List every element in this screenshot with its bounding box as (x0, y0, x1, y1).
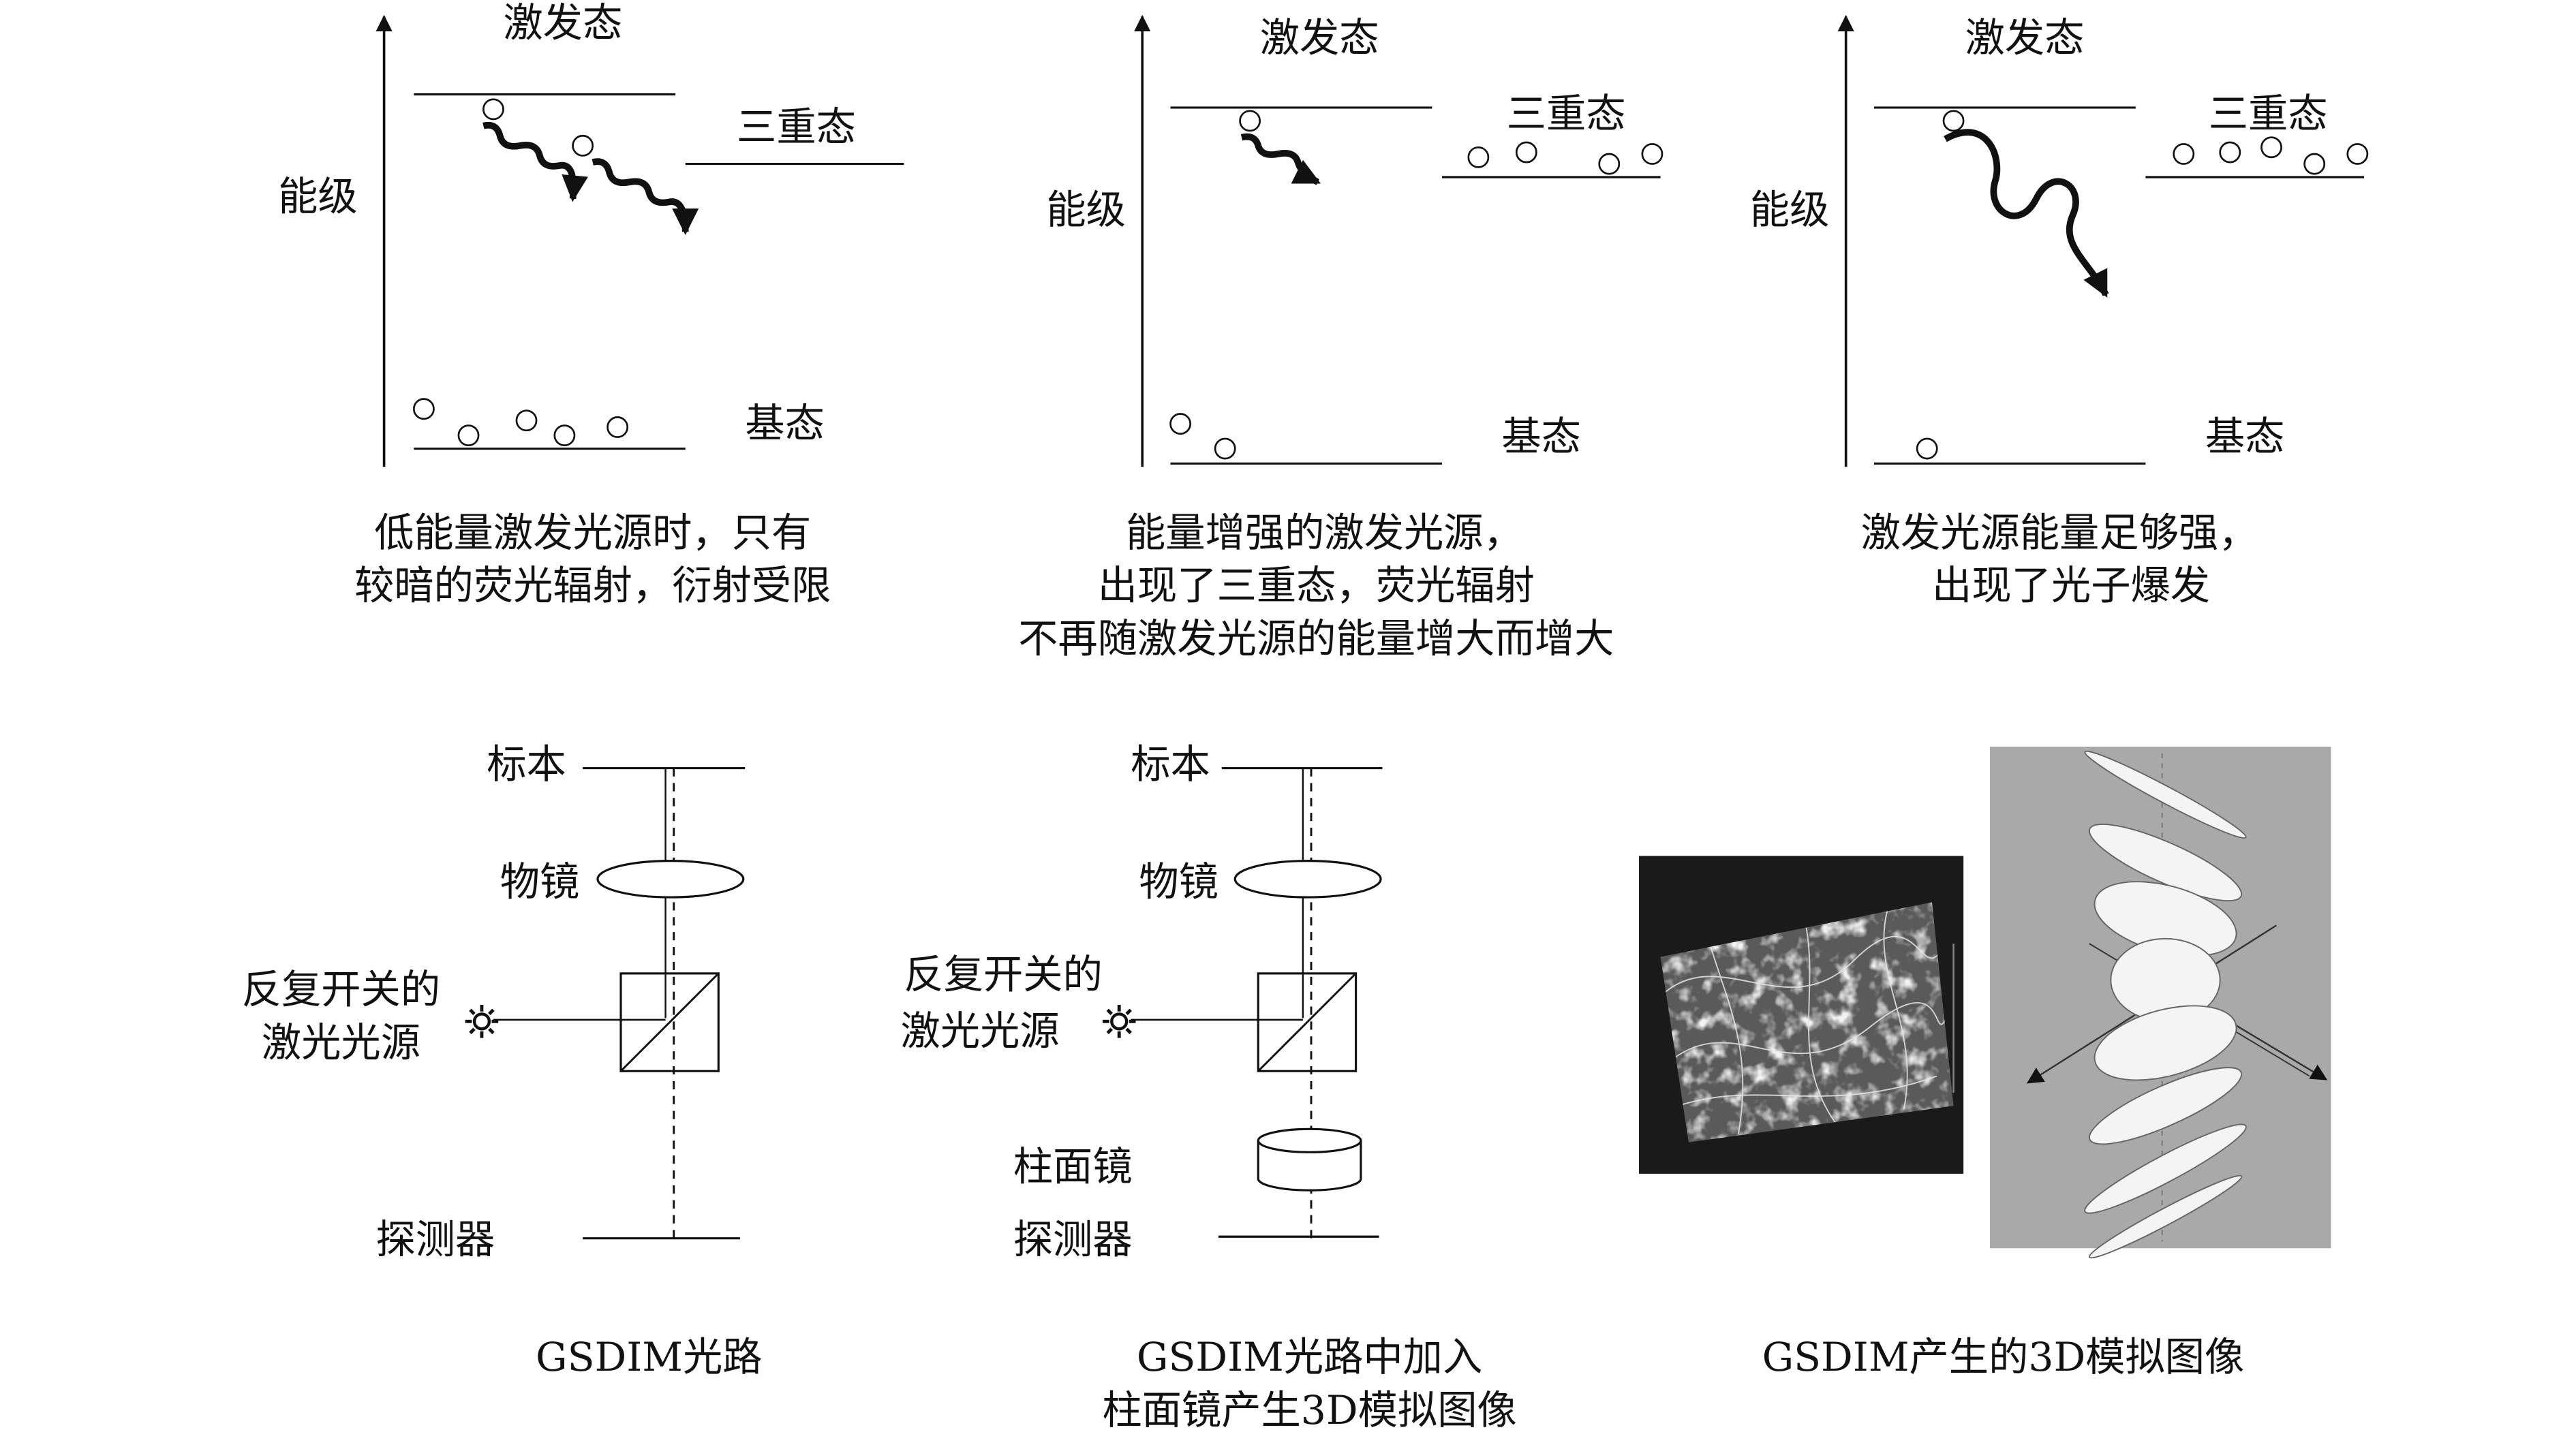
optical-path-basic: 标本 物镜 反复开关的 激光光源 探测器 GSDIM光路 (242, 741, 763, 1380)
caption-line: 能量增强的激发光源， (1126, 510, 1523, 556)
objective-label: 物镜 (1139, 859, 1218, 905)
energy-panel-medium: 激发态 三重态 能级 基态 能量增强的激发光源， 出现了三重态，荧光辐射 不再随… (1018, 14, 1663, 661)
electrons (1916, 110, 2369, 460)
electron (1916, 437, 1938, 460)
energy-panel-high: 激发态 三重态 能级 基态 激发光源能量足够强， 出现了光子爆发 (1750, 14, 2369, 609)
ground-state-label: 基态 (745, 401, 825, 447)
lens-ellipse-icon (596, 860, 745, 899)
electron (2219, 141, 2241, 164)
triplet-state-label: 三重态 (2209, 91, 2328, 137)
electron (1239, 110, 1261, 132)
caption-line: GSDIM光路中加入 (1137, 1334, 1482, 1380)
ground-state-label: 基态 (2205, 414, 2285, 460)
light-source-label: 激光光源 (901, 1008, 1060, 1054)
electron (607, 416, 629, 438)
cylindrical-lens-label: 柱面镜 (1013, 1144, 1133, 1190)
electron (1169, 413, 1192, 435)
detector-label: 探测器 (1013, 1217, 1133, 1263)
electron (553, 424, 576, 447)
electron (1515, 141, 1537, 164)
light-source-label: 激光光源 (262, 1019, 420, 1065)
electron (412, 398, 435, 420)
electron (1641, 143, 1663, 165)
energy-level-label: 能级 (1750, 187, 1830, 233)
triplet-state-label: 三重态 (737, 104, 856, 151)
objective-label: 物镜 (500, 859, 580, 905)
electron (2346, 143, 2369, 165)
caption-line: 出现了三重态，荧光辐射 (1098, 563, 1535, 609)
electron (1598, 153, 1621, 175)
star-light-source-icon (465, 1005, 499, 1038)
electron (515, 409, 538, 432)
detector-label: 探测器 (375, 1217, 495, 1263)
caption-line: GSDIM产生的3D模拟图像 (1762, 1334, 2245, 1380)
microscopy-3d-photo (1639, 856, 1964, 1174)
electron (1467, 146, 1490, 168)
excited-state-label: 激发态 (1260, 14, 1379, 61)
astigmatic-psf-render (1990, 746, 2331, 1259)
energy-panel-low: 激发态 三重态 能级 基态 低能量激发光源时，只有 较暗的荧光辐射，衍射受限 (278, 0, 904, 609)
caption-line: 柱面镜产生3D模拟图像 (1102, 1387, 1516, 1432)
lens-ellipse-icon (1233, 860, 1382, 899)
wavy-arrow-icon (592, 158, 699, 236)
caption-line: 出现了光子爆发 (1932, 563, 2210, 609)
electron (2303, 153, 2326, 175)
ground-state-label: 基态 (1501, 414, 1581, 460)
gsdim-3d-images: GSDIM产生的3D模拟图像 (1639, 746, 2331, 1380)
electron (1942, 110, 1965, 132)
energy-level-label: 能级 (278, 174, 358, 220)
excited-state-label: 激发态 (504, 0, 623, 46)
electron (482, 98, 504, 121)
light-source-label: 反复开关的 (904, 952, 1102, 998)
beam-splitter-cube-icon (1257, 972, 1358, 1072)
excited-state-label: 激发态 (1965, 14, 2085, 61)
wavy-arrow-icon (1240, 133, 1321, 185)
electrons (412, 98, 629, 447)
caption-line: 低能量激发光源时，只有 (374, 510, 811, 556)
electron (1214, 437, 1236, 460)
star-light-source-icon (1102, 1005, 1136, 1038)
caption-line: 激发光源能量足够强， (1861, 510, 2258, 556)
cylindrical-lens-icon (1257, 1127, 1362, 1192)
optical-path-cylindrical-lens: 标本 物镜 反复开关的 激光光源 柱面镜 探测器 GSDIM光路中加入 柱面镜产… (901, 741, 1517, 1432)
caption-line: GSDIM光路 (536, 1334, 763, 1380)
wavy-arrow-icon (1944, 129, 2109, 298)
wavy-arrow-icon (482, 121, 588, 202)
electron (572, 134, 594, 157)
caption-line: 不再随激发光源的能量增大而增大 (1018, 615, 1614, 661)
energy-level-label: 能级 (1046, 187, 1126, 233)
beam-splitter-cube-icon (619, 972, 720, 1072)
electrons (1169, 110, 1663, 460)
caption-line: 较暗的荧光辐射，衍射受限 (354, 563, 831, 609)
electron (2260, 136, 2282, 159)
specimen-label: 标本 (1131, 741, 1210, 788)
electron (457, 424, 480, 447)
triplet-state-label: 三重态 (1507, 91, 1626, 137)
specimen-label: 标本 (487, 741, 566, 788)
electron (2173, 143, 2195, 165)
light-source-label: 反复开关的 (242, 967, 440, 1013)
